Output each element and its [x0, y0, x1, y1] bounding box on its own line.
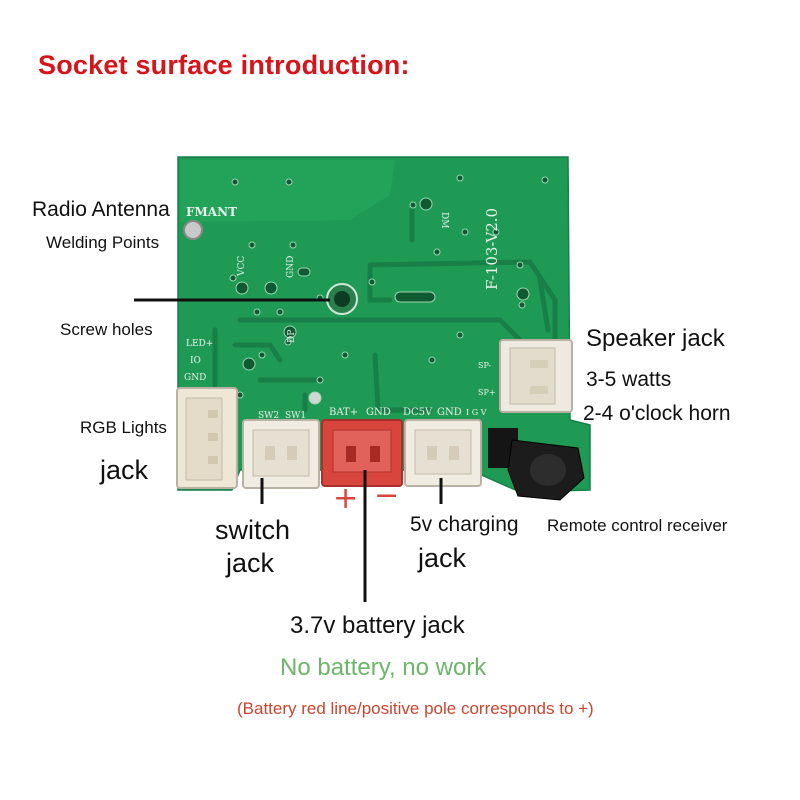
page-title: Socket surface introduction: [38, 50, 410, 80]
silk-dm: DM [439, 212, 449, 228]
switch-connector [242, 419, 320, 489]
speaker-jack-label: Speaker jack [586, 325, 725, 352]
rgb-connector [176, 387, 238, 489]
silk-dc5v: DC5V [403, 407, 433, 418]
speaker-connector [499, 339, 573, 413]
battery-connector [321, 419, 403, 487]
silk-gnd-left: GND [184, 373, 206, 383]
silk-led-plus: LED+ [186, 339, 213, 349]
battery-polarity-note: (Battery red line/positive pole correspo… [237, 699, 594, 718]
silk-igv: I G V [466, 408, 487, 417]
radio-antenna-label: Radio Antenna [32, 198, 170, 221]
silk-sp-plus: SP+ [478, 388, 496, 397]
charging-label: 5v charging [410, 513, 519, 536]
rgb-jack-label: jack [100, 455, 149, 485]
silk-gnd-top: GND [286, 256, 296, 278]
ir-receiver [488, 428, 585, 501]
silk-vcc: VCC [237, 256, 247, 277]
remote-receiver-label: Remote control receiver [547, 516, 728, 535]
silk-io: IO [190, 356, 201, 366]
switch-label: switch [215, 515, 291, 545]
welding-points-label: Welding Points [46, 233, 160, 252]
battery-jack-label: 3.7v battery jack [290, 612, 465, 639]
silk-fmant: FMANT [186, 205, 237, 219]
rgb-lights-label: RGB Lights [80, 418, 167, 437]
silk-gnd-bat: GND [366, 407, 391, 418]
plus-mark: + [333, 481, 358, 516]
minus-mark: − [374, 478, 399, 513]
silk-model: F-103-V2.0 [483, 208, 501, 290]
horn-label: 2-4 o'clock horn [583, 402, 731, 425]
silk-sw1: SW1 [285, 411, 306, 421]
charging-jack-label: jack [418, 543, 467, 573]
silk-bat-plus: BAT+ [329, 407, 358, 418]
silk-sp-minus: SP- [478, 361, 491, 370]
antenna-pad [183, 220, 203, 240]
silk-gnd-dc: GND [437, 407, 462, 418]
silk-sw2: SW2 [258, 411, 279, 421]
screw-holes-label: Screw holes [60, 320, 153, 339]
silk-dp: DP [287, 330, 297, 343]
charging-connector [404, 419, 482, 487]
no-battery-warning: No battery, no work [280, 654, 487, 681]
watts-label: 3-5 watts [586, 368, 672, 391]
switch-jack-label: jack [226, 548, 275, 578]
